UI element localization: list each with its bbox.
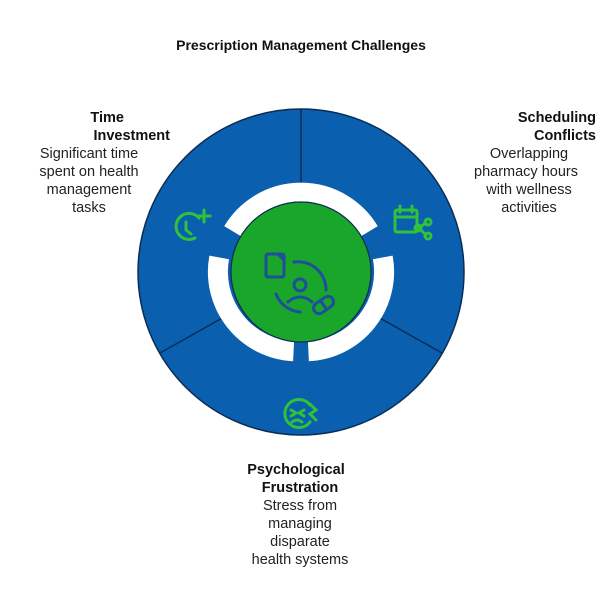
heading-line: Scheduling	[517, 110, 596, 126]
segment-description: Significant time spent on health managem…	[14, 145, 164, 217]
inner-arc-top	[224, 182, 378, 237]
heading-line: Conflicts	[533, 128, 596, 144]
description-line: pharmacy hours	[474, 164, 578, 180]
description-line: Stress from	[262, 498, 338, 514]
heading-line: Time	[90, 110, 124, 126]
description-line: activities	[501, 200, 557, 216]
inner-arc-right	[307, 255, 395, 362]
timer-plus-icon	[174, 208, 212, 241]
stressed-face-icon	[283, 398, 319, 429]
segment-heading: Time Investment	[4, 109, 180, 145]
heading-line: Frustration	[261, 480, 339, 496]
description-line: disparate	[270, 534, 330, 550]
description-line: Significant time	[39, 146, 139, 162]
inner-arc-left	[207, 255, 295, 362]
description-line: spent on health	[39, 164, 139, 180]
center-circle	[230, 201, 372, 343]
description-line: managing	[268, 516, 332, 532]
heading-line: Investment	[93, 128, 170, 144]
document-person-pill-icon	[264, 252, 336, 316]
description-line: with wellness	[486, 182, 572, 198]
segment-heading: Scheduling Conflicts	[430, 109, 596, 145]
segment-description: Overlapping pharmacy hours with wellness…	[464, 145, 594, 217]
description-line: management	[46, 182, 132, 198]
segment-heading: Psychological Frustration	[210, 461, 390, 497]
description-line: tasks	[72, 200, 106, 216]
diagram-title: Prescription Management Challenges	[176, 37, 426, 53]
calendar-share-icon	[393, 204, 433, 241]
segment-psychological-frustration: Psychological Frustration Stress from ma…	[210, 461, 390, 569]
segment-scheduling-conflicts: Scheduling Conflicts Overlapping pharmac…	[430, 109, 596, 217]
segment-time-investment: Time Investment Significant time spent o…	[4, 109, 180, 217]
divider-left	[159, 311, 234, 354]
segment-description: Stress from managing disparate health sy…	[210, 497, 390, 569]
divider-right	[368, 311, 443, 354]
heading-line: Psychological	[247, 462, 345, 478]
description-line: health systems	[251, 552, 349, 568]
description-line: Overlapping	[489, 146, 569, 162]
